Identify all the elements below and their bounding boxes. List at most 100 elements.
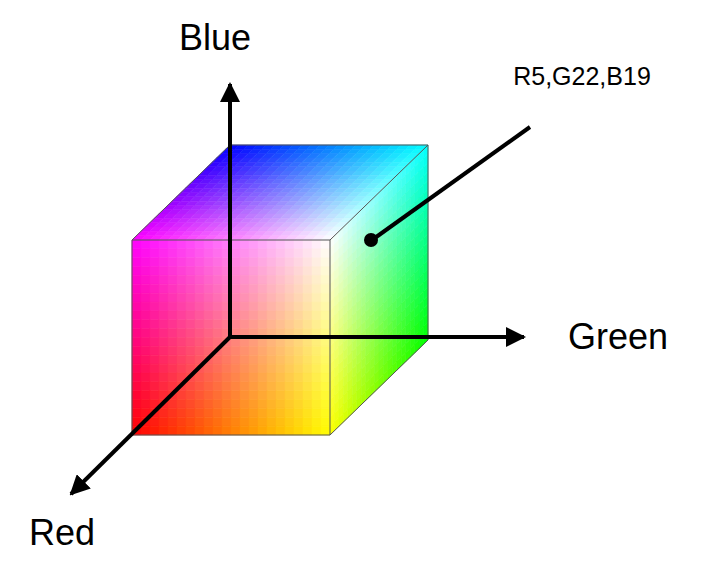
cube-face-cell (204, 373, 213, 382)
cube-face-cell (195, 373, 204, 382)
cube-face-cell (168, 284, 177, 293)
cube-face-cell (258, 293, 267, 302)
cube-face-cell (150, 320, 159, 329)
cube-face-cell (321, 346, 330, 355)
cube-face-cell (168, 302, 177, 311)
cube-face-cell (285, 346, 294, 355)
cube-face-cell (195, 311, 204, 320)
cube-face-cell (294, 391, 303, 400)
cube-face-cell (159, 302, 168, 311)
cube-face-cell (258, 249, 267, 258)
cube-face-cell (177, 364, 186, 373)
cube-face-cell (249, 284, 258, 293)
cube-face-cell (294, 417, 303, 426)
cube-face-cell (267, 373, 276, 382)
axis-label: Blue (179, 20, 251, 56)
cube-face-cell (231, 417, 240, 426)
cube-face-cell (303, 293, 312, 302)
cube-face-cell (267, 408, 276, 417)
cube-face-cell (150, 355, 159, 364)
cube-face-cell (141, 391, 150, 400)
cube-face-cell (312, 320, 321, 329)
cube-face-cell (231, 355, 240, 364)
cube-face-cell (249, 373, 258, 382)
cube-face-cell (276, 302, 285, 311)
cube-face-cell (168, 240, 177, 249)
cube-face-cell (132, 364, 141, 373)
cube-face-cell (321, 258, 330, 267)
cube-face-cell (321, 364, 330, 373)
cube-face-cell (177, 240, 186, 249)
cube-face-cell (231, 302, 240, 311)
cube-face-cell (132, 240, 141, 249)
cube-face-cell (312, 355, 321, 364)
cube-face-cell (303, 275, 312, 284)
cube-face-cell (294, 426, 303, 435)
cube-face-cell (177, 302, 186, 311)
cube-face-cell (168, 426, 177, 435)
cube-face-cell (276, 373, 285, 382)
cube-face-cell (249, 258, 258, 267)
cube-face-cell (150, 249, 159, 258)
cube-face-cell (141, 311, 150, 320)
cube-face-cell (132, 400, 141, 409)
cube-face-cell (294, 249, 303, 258)
cube-face-cell (240, 267, 249, 276)
cube-face-cell (276, 426, 285, 435)
cube-face-cell (312, 284, 321, 293)
cube-face-cell (312, 293, 321, 302)
cube-face-cell (294, 311, 303, 320)
blue-axis (228, 84, 232, 337)
cube-face-cell (213, 417, 222, 426)
cube-face-cell (195, 391, 204, 400)
cube-face-cell (240, 275, 249, 284)
cube-face-cell (294, 364, 303, 373)
cube-face-cell (213, 408, 222, 417)
cube-face-cell (240, 302, 249, 311)
cube-face-cell (276, 258, 285, 267)
cube-face-cell (186, 426, 195, 435)
cube-face-cell (267, 311, 276, 320)
cube-face-cell (168, 311, 177, 320)
cube-face-cell (303, 373, 312, 382)
cube-face-cell (312, 417, 321, 426)
cube-face-cell (285, 267, 294, 276)
cube-face-cell (186, 302, 195, 311)
cube-face-cell (132, 320, 141, 329)
cube-face-cell (303, 355, 312, 364)
cube-face-cell (276, 355, 285, 364)
cube-face-cell (177, 284, 186, 293)
cube-face-cell (186, 258, 195, 267)
cube-face-cell (141, 302, 150, 311)
cube-face-cell (231, 400, 240, 409)
cube-face-cell (159, 373, 168, 382)
cube-face-cell (132, 382, 141, 391)
cube-face-cell (150, 364, 159, 373)
cube-face-cell (222, 426, 231, 435)
cube-face-cell (186, 338, 195, 347)
cube-face-cell (177, 408, 186, 417)
cube-face-cell (249, 391, 258, 400)
cube-face-cell (231, 249, 240, 258)
green-axis (230, 335, 524, 339)
cube-face-cell (258, 258, 267, 267)
cube-face-cell (150, 346, 159, 355)
cube-face-cell (294, 320, 303, 329)
cube-face-cell (285, 382, 294, 391)
cube-face-cell (312, 302, 321, 311)
cube-face-cell (258, 373, 267, 382)
cube-face-cell (132, 391, 141, 400)
cube-face-cell (258, 391, 267, 400)
cube-face-cell (312, 258, 321, 267)
cube-face-cell (240, 258, 249, 267)
cube-face-cell (240, 311, 249, 320)
cube-face-cell (321, 240, 330, 249)
cube-face-cell (168, 373, 177, 382)
cube-face-cell (213, 293, 222, 302)
cube-face-cell (186, 249, 195, 258)
axis-label: Red (29, 515, 95, 551)
cube-face-cell (276, 284, 285, 293)
cube-face-cell (141, 329, 150, 338)
cube-face-cell (204, 311, 213, 320)
cube-face-cell (222, 382, 231, 391)
